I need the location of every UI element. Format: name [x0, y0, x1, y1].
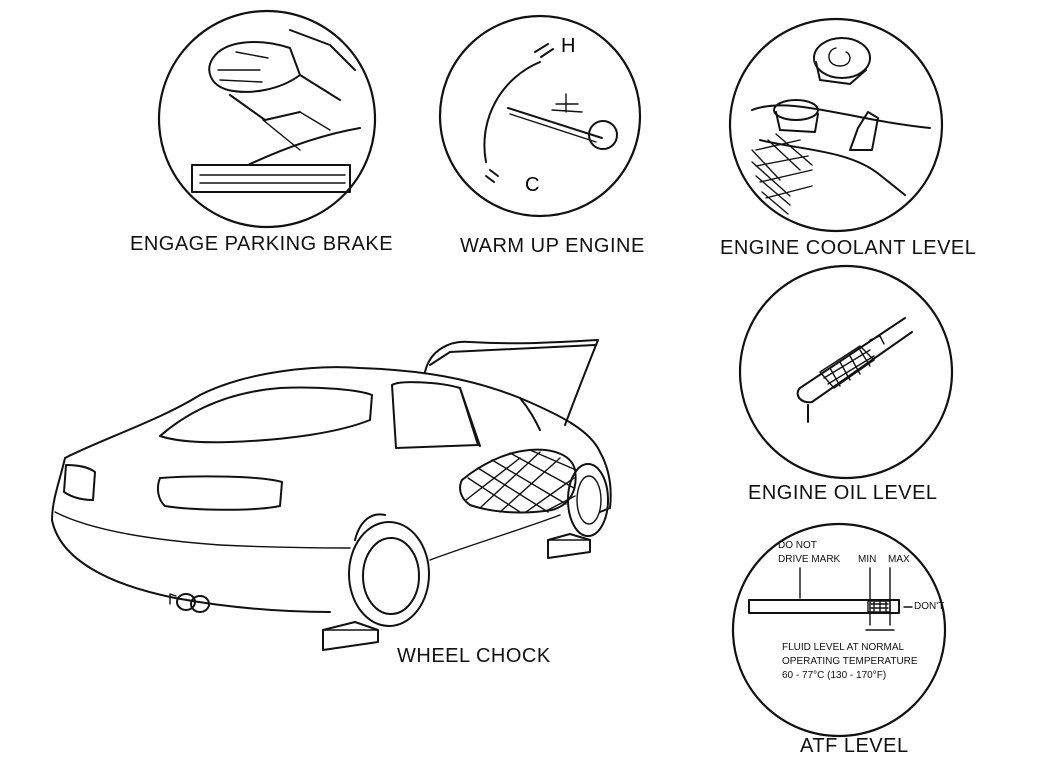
- atf-do-not-drive-line1: DO NOT: [778, 539, 817, 552]
- parking-brake-illustration: [159, 11, 375, 227]
- car-illustration: [52, 340, 611, 650]
- atf-note-line2: OPERATING TEMPERATURE: [782, 655, 918, 668]
- engine-oil-label: ENGINE OIL LEVEL: [748, 482, 938, 505]
- atf-level-label: ATF LEVEL: [800, 735, 909, 758]
- atf-note-line1: FLUID LEVEL AT NORMAL: [782, 641, 904, 654]
- dipstick-illustration: [740, 266, 952, 478]
- coolant-reservoir-illustration: [730, 19, 942, 231]
- atf-max-label: MAX: [888, 553, 910, 566]
- atf-note-line3: 60 - 77°C (130 - 170°F): [782, 669, 886, 682]
- atf-min-label: MIN: [858, 553, 876, 566]
- engine-coolant-label: ENGINE COOLANT LEVEL: [720, 237, 976, 260]
- gauge-cold-mark: C: [525, 174, 539, 196]
- gauge-hot-mark: H: [561, 35, 575, 57]
- atf-dont-label: DON'T: [914, 600, 944, 613]
- warm-up-engine-label: WARM UP ENGINE: [460, 235, 645, 258]
- wheel-chock-label: WHEEL CHOCK: [397, 645, 551, 668]
- atf-do-not-drive-line2: DRIVE MARK: [778, 553, 840, 566]
- temperature-gauge-illustration: [440, 16, 640, 216]
- parking-brake-label: ENGAGE PARKING BRAKE: [130, 233, 393, 256]
